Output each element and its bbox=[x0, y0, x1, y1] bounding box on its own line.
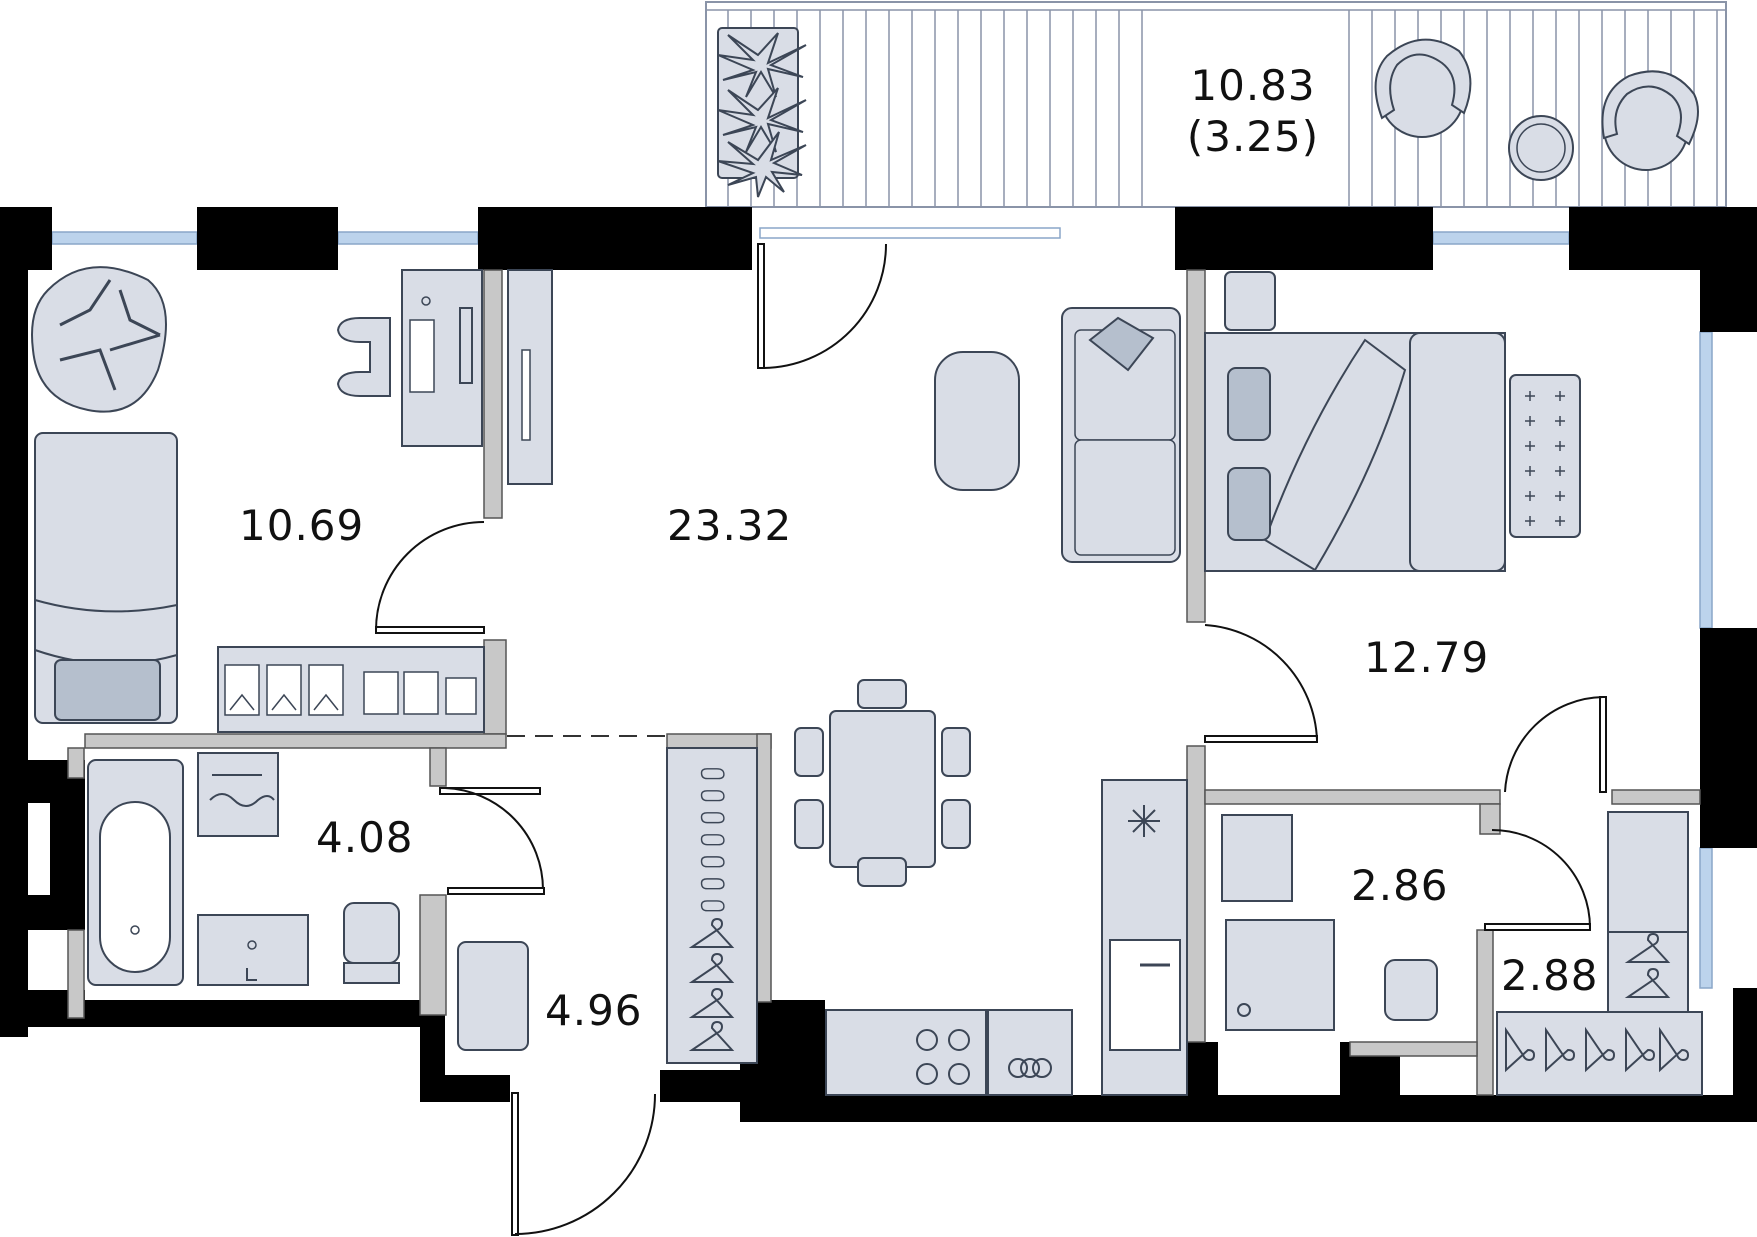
toilet-icon-2 bbox=[1384, 959, 1438, 1021]
plant-icon bbox=[717, 27, 807, 198]
dining-table-icon bbox=[794, 679, 971, 887]
big-bed-icon bbox=[1204, 271, 1506, 572]
balcony-reduced-area: (3.25) bbox=[1186, 112, 1320, 162]
wardrobe-room-fixtures bbox=[1496, 811, 1703, 1096]
room-area-label: 2.86 bbox=[1351, 861, 1449, 910]
desk-icon bbox=[401, 269, 483, 447]
armchair-icon bbox=[31, 266, 167, 413]
washing-machine-icon bbox=[197, 752, 279, 837]
shoe-rack-icon bbox=[666, 747, 758, 1064]
bed-icon bbox=[34, 432, 178, 724]
fridge-icon bbox=[1128, 805, 1160, 837]
room-area-label: 2.88 bbox=[1501, 951, 1599, 1000]
hallway-bench-icon bbox=[457, 941, 529, 1051]
round-table-icon bbox=[1508, 115, 1574, 181]
oven-icon bbox=[1008, 1058, 1052, 1078]
sink-icon-2 bbox=[1221, 814, 1293, 902]
dresser-icon bbox=[217, 646, 485, 733]
sofa-icon bbox=[1061, 307, 1181, 563]
room-area-label: 12.79 bbox=[1364, 633, 1490, 682]
room-area-label: 4.96 bbox=[545, 986, 643, 1035]
room-area-label: 23.32 bbox=[667, 501, 793, 550]
balcony-armchair-icon-1 bbox=[1374, 38, 1472, 138]
sink-icon bbox=[197, 914, 309, 986]
wardrobe-icon bbox=[507, 269, 553, 485]
shower-room-fixtures bbox=[1221, 814, 1438, 1031]
office-chair-icon bbox=[336, 317, 391, 397]
shower-tray-icon bbox=[1225, 919, 1335, 1031]
bench-icon bbox=[1509, 374, 1581, 538]
kitchen-sink-icon bbox=[1109, 939, 1181, 1051]
partitions bbox=[67, 269, 1701, 1096]
balcony bbox=[705, 1, 1727, 208]
monitor-icon bbox=[459, 307, 473, 384]
balcony-armchair-icon-2 bbox=[1601, 70, 1699, 171]
room-area-label: 10.69 bbox=[239, 501, 365, 550]
door-arc-icon bbox=[375, 243, 1607, 1236]
toilet-icon bbox=[343, 902, 400, 984]
stove-icon bbox=[916, 1029, 970, 1085]
pouf-icon bbox=[934, 351, 1020, 491]
room-area-label: 4.08 bbox=[316, 813, 414, 862]
balcony-area-label: 10.83 (3.25) bbox=[1168, 60, 1338, 162]
bathtub-icon bbox=[87, 759, 184, 986]
windows bbox=[51, 227, 1713, 989]
balcony-area: 10.83 bbox=[1190, 61, 1316, 110]
